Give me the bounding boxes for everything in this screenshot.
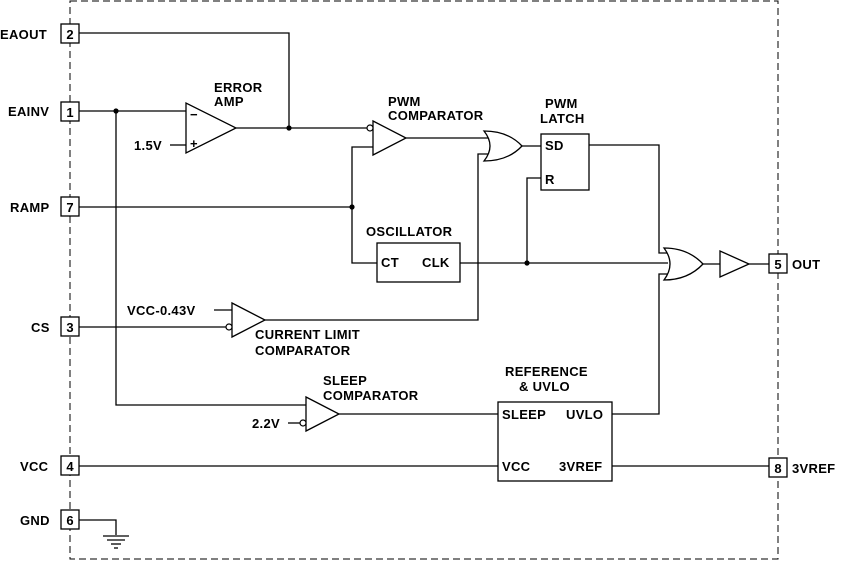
pin-3vref-number: 8 <box>774 461 781 476</box>
pin-eainv-label: EAINV <box>8 104 49 119</box>
output-driver <box>719 249 751 279</box>
wire-eainv-sleep <box>115 111 306 406</box>
wire-ramp-bus <box>351 146 377 264</box>
wire-eaout <box>79 32 290 128</box>
pin-ramp-number: 7 <box>66 200 73 215</box>
error-amp-symbol <box>185 101 238 155</box>
pin-ramp: RAMP 7 <box>10 196 80 217</box>
junction-ramp <box>349 204 355 210</box>
reference-uvlo: UVLO <box>566 407 603 422</box>
pwm-latch-sd: SD <box>545 138 564 153</box>
wire-uvlo <box>612 273 670 415</box>
pin-cs-label: CS <box>31 320 50 335</box>
ref-1v5-label: 1.5V <box>134 138 162 153</box>
pin-gnd-label: GND <box>20 513 50 528</box>
pin-vcc-label: VCC <box>20 459 49 474</box>
sleep-comparator-symbol <box>305 395 341 433</box>
pwm-comparator-symbol <box>372 119 408 157</box>
pwm-comparator-label-1: PWM <box>388 94 421 109</box>
oscillator: OSCILLATOR CT CLK <box>366 224 461 283</box>
reference-box <box>497 401 613 482</box>
error-amp-minus: − <box>190 107 198 122</box>
error-amp-label-1: ERROR <box>214 80 263 95</box>
pwm-latch-r: R <box>545 172 555 187</box>
pin-gnd: GND 6 <box>20 509 80 530</box>
sleep-comparator: 2.2V SLEEP COMPARATOR <box>252 373 419 433</box>
reference-sleep: SLEEP <box>502 407 546 422</box>
junctions <box>113 108 530 266</box>
pin-eaout: EAOUT 2 <box>0 23 80 44</box>
reference-label-1: REFERENCE <box>505 364 588 379</box>
pin-3vref: 8 3VREF <box>768 457 835 478</box>
pin-vcc: VCC 4 <box>20 455 80 476</box>
pin-3vref-label: 3VREF <box>792 461 835 476</box>
reference-vcc: VCC <box>502 459 531 474</box>
current-limit-symbol <box>231 301 267 339</box>
pwm-comparator-inverting-bubble <box>366 124 374 132</box>
chip-boundary <box>69 0 779 560</box>
reference-uvlo: REFERENCE & UVLO SLEEP UVLO VCC 3VREF <box>497 364 613 482</box>
wire-latch-q <box>589 144 670 254</box>
pin-ramp-label: RAMP <box>10 200 50 215</box>
current-limit-label-1: CURRENT LIMIT <box>255 327 360 342</box>
error-amp: − + ERROR AMP 1.5V <box>134 80 263 155</box>
error-amp-plus: + <box>190 136 198 151</box>
ground-icon <box>103 535 129 549</box>
reference-3vref: 3VREF <box>559 459 602 474</box>
reference-label-2: & UVLO <box>519 379 570 394</box>
sleep-comparator-label-1: SLEEP <box>323 373 367 388</box>
pwm-latch-label-1: PWM <box>545 96 578 111</box>
oscillator-box <box>376 242 461 283</box>
current-limit-comparator: VCC-0.43V CURRENT LIMIT COMPARATOR <box>127 301 360 358</box>
pwm-latch-box <box>540 133 590 191</box>
current-limit-label-2: COMPARATOR <box>255 343 351 358</box>
pwm-comparator: PWM COMPARATOR <box>366 94 484 157</box>
pwm-latch-label-2: LATCH <box>540 111 585 126</box>
pin-cs-number: 3 <box>66 320 73 335</box>
pin-cs: CS 3 <box>31 316 80 337</box>
sleep-comparator-label-2: COMPARATOR <box>323 388 419 403</box>
or-gate-out <box>662 247 704 281</box>
junction-eainv <box>113 108 119 114</box>
wire-cl-out <box>265 153 490 321</box>
pin-eaout-number: 2 <box>66 27 73 42</box>
oscillator-ct: CT <box>381 255 399 270</box>
junction-clk <box>524 260 530 266</box>
pin-eainv-number: 1 <box>66 105 73 120</box>
or-gate-sd <box>482 130 523 162</box>
pin-gnd-number: 6 <box>66 513 73 528</box>
pin-eaout-label: EAOUT <box>0 27 47 42</box>
wires <box>79 32 769 535</box>
ref-2v2-label: 2.2V <box>252 416 280 431</box>
error-amp-label-2: AMP <box>214 94 244 109</box>
pin-out: 5 OUT <box>768 253 820 274</box>
wire-clk-r <box>526 177 541 263</box>
pin-vcc-number: 4 <box>66 459 74 474</box>
junction-eaout <box>286 125 292 131</box>
pin-eainv: EAINV 1 <box>8 101 80 122</box>
oscillator-clk: CLK <box>422 255 450 270</box>
pin-3vref-box <box>768 457 788 478</box>
pin-out-label: OUT <box>792 257 820 272</box>
sleep-comparator-inverting-bubble <box>299 419 307 427</box>
current-limit-inverting-bubble <box>225 323 233 331</box>
pwm-latch: SD R PWM LATCH <box>540 96 590 191</box>
ref-vcc043-label: VCC-0.43V <box>127 303 195 318</box>
pwm-comparator-label-2: COMPARATOR <box>388 108 484 123</box>
wire-gnd <box>79 519 117 535</box>
pin-out-number: 5 <box>774 257 781 272</box>
oscillator-label: OSCILLATOR <box>366 224 453 239</box>
